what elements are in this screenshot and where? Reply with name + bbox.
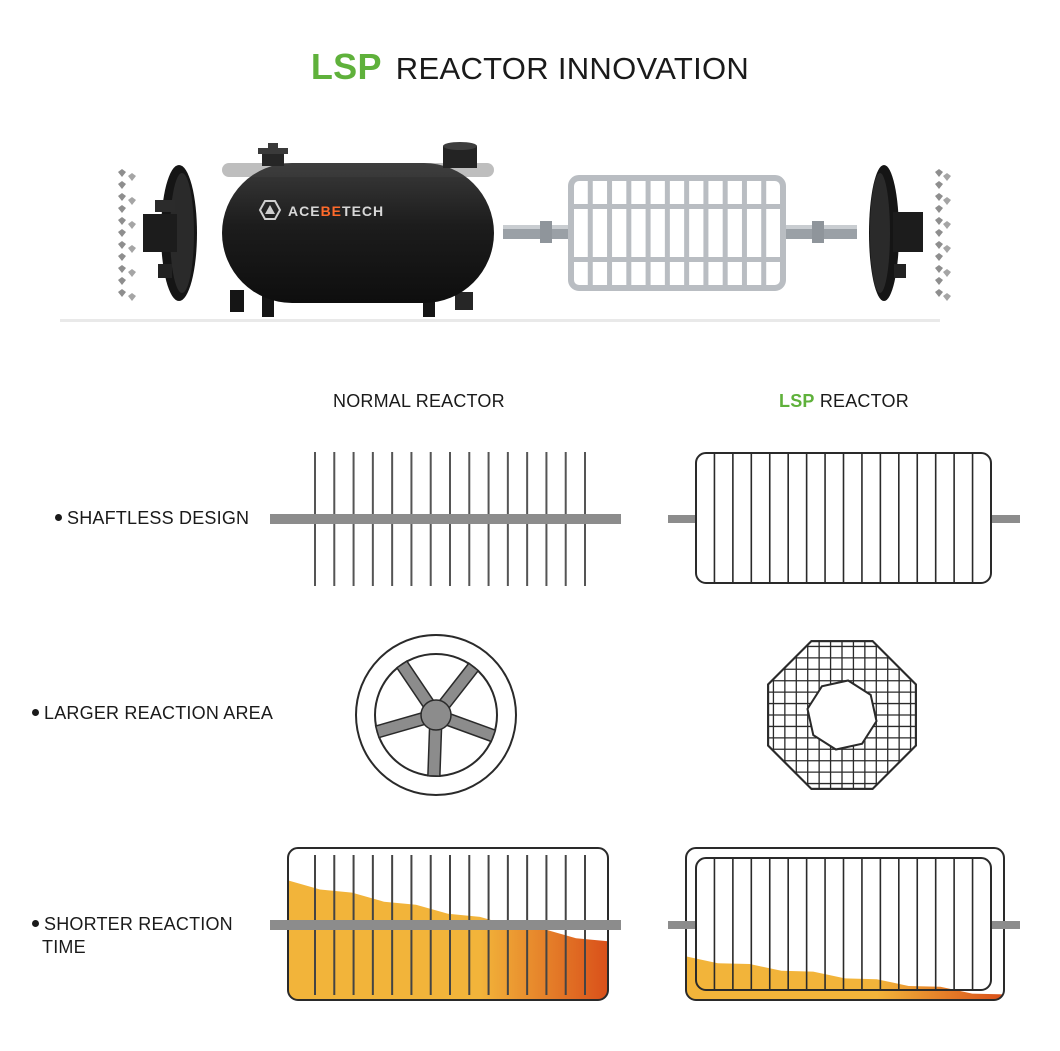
bolt-icon — [935, 241, 943, 249]
bolt-icon — [118, 253, 126, 261]
normal-shaft-2 — [270, 920, 621, 930]
lsp-reaction-diagram — [668, 847, 1020, 1001]
bolt-icon — [128, 269, 136, 277]
bolt-icon — [935, 217, 943, 225]
hero-group: ACEBETECH — [60, 142, 951, 322]
normal-cross-section — [355, 634, 517, 796]
reactor-tank: ACEBETECH — [222, 142, 494, 317]
feature-shaftless-label: SHAFTLESS DESIGN — [67, 508, 250, 528]
bolt-icon — [118, 169, 126, 177]
bolt-icon — [128, 173, 136, 181]
page-title: LSP REACTOR INNOVATION — [0, 46, 1060, 88]
lsp-vessel-bg — [686, 848, 1004, 1000]
feature-larger-area-label: LARGER REACTION AREA — [44, 703, 274, 723]
hero-cage-bar — [703, 178, 709, 288]
normal-shaft-diagram — [270, 452, 621, 586]
lsp-shaftless-diagram — [668, 452, 1020, 584]
column-header-lsp-label: REACTOR — [819, 391, 909, 411]
bolt-icon — [118, 265, 126, 273]
bolt-icon — [128, 197, 136, 205]
hero-cage-bar — [684, 178, 690, 288]
hero-cage-bar — [664, 178, 670, 288]
bolt-icon — [943, 269, 951, 277]
bolt-icon — [935, 181, 943, 189]
bolt-icon — [118, 289, 126, 297]
feature-shorter-time: SHORTER REACTION TIME — [32, 913, 233, 959]
lsp-stub-right — [991, 515, 1020, 523]
column-header-normal: NORMAL REACTOR — [333, 391, 505, 412]
bolt-icon — [118, 241, 126, 249]
bolt-icon — [943, 197, 951, 205]
lsp-mesh-hollow-core — [806, 679, 878, 751]
bolt-icon — [935, 289, 943, 297]
feature-shorter-time-line1: SHORTER REACTION — [44, 914, 233, 934]
bolt-icon — [943, 245, 951, 253]
bullet-icon — [55, 514, 62, 521]
hero-cage-bar — [761, 178, 767, 288]
lsp-rotor — [503, 175, 857, 291]
brand-logo-icon — [258, 200, 282, 220]
right-bolts-icon — [935, 169, 951, 301]
brand-name: ACEBETECH — [288, 203, 384, 219]
lsp-mesh-border — [767, 640, 917, 790]
normal-shaft — [270, 514, 621, 524]
title-accent: LSP — [310, 46, 382, 87]
normal-reaction-diagram — [270, 847, 621, 1001]
lsp-stub-left-2 — [668, 921, 696, 929]
right-end-cap-icon — [869, 165, 923, 301]
bolt-icon — [935, 205, 943, 213]
bolt-icon — [943, 221, 951, 229]
feature-larger-area: LARGER REACTION AREA — [32, 702, 273, 725]
left-end-cap-icon — [143, 165, 197, 301]
feature-shaftless: SHAFTLESS DESIGN — [55, 507, 249, 530]
feature-shorter-time-line2: TIME — [42, 937, 86, 957]
bolt-icon — [128, 245, 136, 253]
bolt-icon — [935, 229, 943, 237]
bolt-icon — [118, 181, 126, 189]
bolt-icon — [935, 265, 943, 273]
normal-hub — [420, 699, 452, 731]
title-text: REACTOR INNOVATION — [395, 51, 750, 86]
bolt-icon — [943, 293, 951, 301]
bolt-icon — [128, 221, 136, 229]
hero-cage-bar — [607, 178, 613, 288]
bolt-icon — [935, 169, 943, 177]
column-header-lsp-accent: LSP — [779, 391, 815, 411]
left-bolts-icon — [118, 169, 136, 301]
bolt-icon — [118, 217, 126, 225]
floor-shadow — [60, 319, 940, 322]
hero-cage-bar — [722, 178, 728, 288]
bolt-icon — [935, 253, 943, 261]
lsp-stub-left — [668, 515, 696, 523]
hero-cage-bar — [626, 178, 632, 288]
bolt-icon — [118, 193, 126, 201]
bolt-icon — [128, 293, 136, 301]
column-header-lsp: LSP REACTOR — [779, 391, 909, 412]
bolt-icon — [118, 229, 126, 237]
hero-cage-bar — [645, 178, 651, 288]
lsp-stub-right-2 — [991, 921, 1020, 929]
bolt-icon — [118, 277, 126, 285]
bolt-icon — [943, 173, 951, 181]
hero-cage-bar — [741, 178, 747, 288]
bolt-icon — [935, 193, 943, 201]
bullet-icon — [32, 920, 39, 927]
bolt-icon — [118, 205, 126, 213]
column-header-normal-label: NORMAL REACTOR — [333, 391, 505, 411]
hero-cage-bar — [587, 178, 593, 288]
lsp-cross-section — [767, 640, 917, 790]
bullet-icon — [32, 709, 39, 716]
bolt-icon — [935, 277, 943, 285]
